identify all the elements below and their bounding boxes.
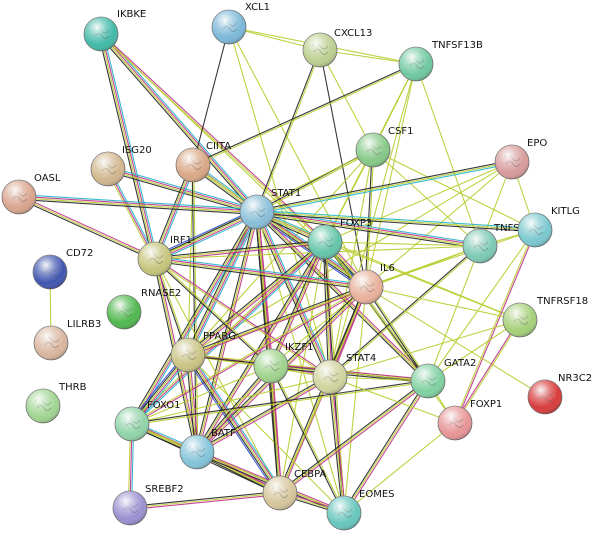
node-cd72[interactable]: CD72 (33, 248, 93, 289)
node-label: SREBF2 (145, 484, 184, 495)
node-label: LILRB3 (67, 319, 101, 330)
node-kitlg[interactable]: KITLG (518, 206, 580, 247)
node-label: CD72 (66, 248, 93, 259)
node-label: IKZF1 (285, 342, 313, 353)
node-tnfsf13b[interactable]: TNFSF13B (399, 40, 483, 81)
node-label: PPARG (203, 331, 236, 342)
node-label: TNFSF13B (431, 40, 483, 51)
node-eomes[interactable]: EOMES (327, 489, 394, 530)
node-ikbke[interactable]: IKBKE (84, 9, 146, 51)
node-label: STAT1 (271, 188, 301, 199)
edge-strand (366, 287, 520, 320)
edge-strand (325, 242, 480, 246)
node-label: IRF1 (170, 235, 192, 246)
edge-strand (416, 64, 480, 246)
node-gloss (2, 180, 36, 214)
node-gloss (503, 303, 537, 337)
node-lilrb3[interactable]: LILRB3 (34, 319, 101, 360)
node-label: EOMES (359, 489, 394, 500)
node-label: TNFRSF18 (536, 296, 588, 307)
node-gloss (349, 270, 383, 304)
node-label: RNASE2 (141, 288, 181, 299)
edge-foxp3-tnfs (325, 242, 480, 246)
node-gloss (356, 133, 390, 167)
edge-il6-tnfrsf18 (366, 287, 520, 320)
node-gloss (313, 360, 347, 394)
edge-tnfsf13b-tnfs (416, 64, 480, 246)
node-gloss (180, 435, 214, 469)
node-gloss (308, 225, 342, 259)
node-label: KITLG (551, 206, 580, 217)
node-label: FOXP3 (340, 218, 372, 229)
node-nr3c2[interactable]: NR3C2 (528, 373, 592, 414)
edge-layer (18, 27, 545, 515)
edge-strand (130, 495, 280, 510)
node-foxp1[interactable]: FOXP1 (438, 399, 502, 440)
node-csf1[interactable]: CSF1 (356, 126, 413, 167)
node-label: OASL (34, 173, 61, 184)
node-label: IL6 (380, 263, 395, 274)
edge-strand (271, 366, 428, 381)
node-gloss (240, 195, 274, 229)
node-gloss (91, 152, 125, 186)
node-gloss (138, 242, 172, 276)
node-label: NR3C2 (558, 373, 592, 384)
node-label: CIITA (206, 141, 231, 152)
node-label: STAT4 (346, 353, 376, 364)
node-label: FOXP1 (470, 399, 502, 410)
node-gloss (303, 33, 337, 67)
node-label: GATA2 (444, 358, 476, 369)
edge-strand (344, 287, 366, 513)
node-gloss (263, 476, 297, 510)
node-tnfrsf18[interactable]: TNFRSF18 (503, 296, 588, 337)
node-gloss (463, 229, 497, 263)
node-label: XCL1 (245, 2, 270, 13)
node-gloss (34, 326, 68, 360)
node-gloss (84, 17, 118, 51)
node-epo[interactable]: EPO (495, 138, 547, 179)
edge-strand (130, 493, 280, 508)
edge-il6-eomes (344, 287, 366, 513)
node-gloss (438, 406, 472, 440)
node-gloss (327, 496, 361, 530)
node-label: TNFS (493, 223, 520, 234)
node-label: EPO (527, 138, 547, 149)
node-gloss (411, 364, 445, 398)
edge-strand (366, 64, 416, 287)
node-foxo1[interactable]: FOXO1 (115, 400, 180, 441)
node-gloss (518, 213, 552, 247)
node-gloss (33, 255, 67, 289)
node-gloss (528, 380, 562, 414)
node-gloss (399, 47, 433, 81)
node-gloss (26, 389, 60, 423)
node-xcl1[interactable]: XCL1 (212, 2, 270, 44)
node-thrb[interactable]: THRB (26, 382, 87, 423)
node-cxcl13[interactable]: CXCL13 (303, 28, 372, 67)
node-gloss (254, 349, 288, 383)
node-label: IKBKE (117, 9, 146, 20)
node-gloss (171, 338, 205, 372)
node-gloss (495, 145, 529, 179)
edge-strand (271, 366, 280, 493)
edge-tnfsf13b-il6 (366, 64, 416, 287)
node-gloss (212, 10, 246, 44)
node-gloss (115, 407, 149, 441)
node-label: FOXO1 (147, 400, 180, 411)
node-oasl[interactable]: OASL (2, 173, 61, 214)
node-label: BATF (211, 428, 236, 439)
node-gloss (107, 295, 141, 329)
node-label: THRB (58, 382, 87, 393)
node-label: CEBPA (294, 469, 327, 480)
node-label: CSF1 (388, 126, 413, 137)
node-label: ISG20 (122, 145, 152, 156)
node-il6[interactable]: IL6 (349, 263, 395, 304)
node-label: CXCL13 (334, 28, 372, 39)
node-gloss (176, 148, 210, 182)
node-gloss (113, 491, 147, 525)
